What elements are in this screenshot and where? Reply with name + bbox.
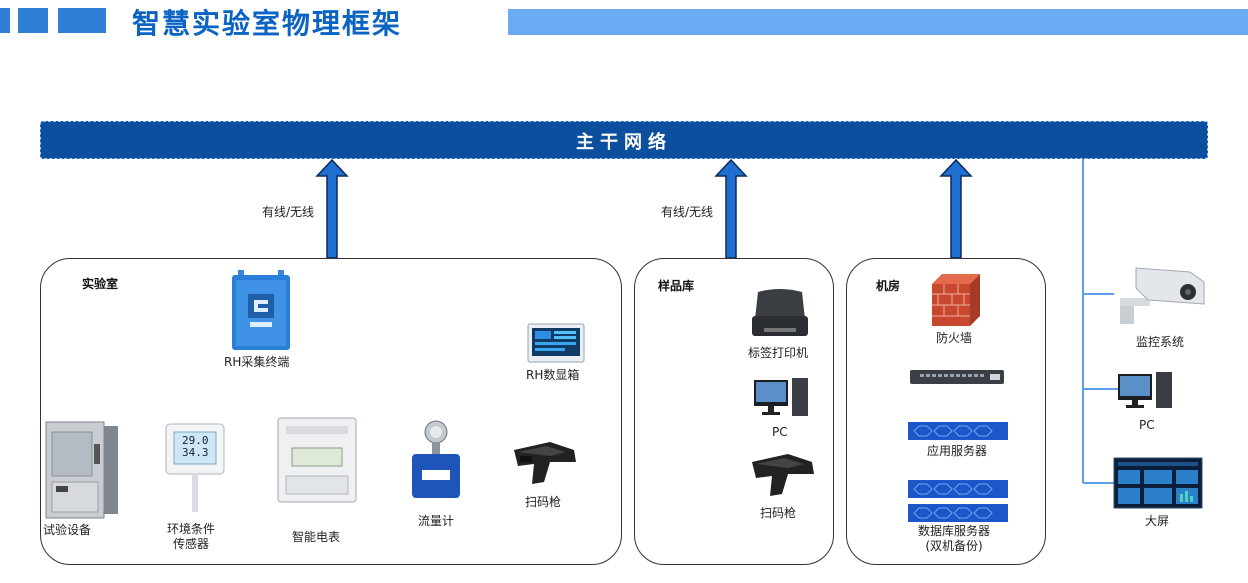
machine-room-title: 机房: [876, 279, 901, 293]
rh-terminal-label: RH采集终端: [224, 355, 290, 369]
app-server-icon: [908, 422, 1008, 440]
label-printer-label: 标签打印机: [748, 346, 809, 360]
title-deco-block-3: [58, 8, 106, 33]
right-pc-label: PC: [1139, 418, 1155, 432]
label-printer-icon: [752, 289, 808, 336]
smart-meter-icon: [277, 417, 357, 503]
app-server-label: 应用服务器: [927, 444, 988, 458]
backbone-label: 主干网络: [576, 132, 672, 153]
right-pc-icon: [1118, 372, 1172, 408]
rh-terminal-icon: [232, 270, 290, 350]
big-screen-label: 大屏: [1145, 514, 1170, 528]
env-sensor-icon: [165, 423, 225, 512]
sample-store-title: 样品库: [658, 279, 695, 293]
firewall-label: 防火墙: [936, 331, 973, 345]
sensor-reading-temp: 29.0: [182, 434, 209, 447]
monitor-system-label: 监控系统: [1136, 335, 1185, 349]
page-title: 智慧实验室物理框架: [132, 7, 403, 40]
arrow-sample: [714, 158, 748, 259]
title-deco-block-1: [0, 8, 10, 33]
link-label-lab: 有线/无线: [262, 205, 315, 219]
device-label-smart-meter: 智能电表: [292, 530, 341, 544]
backbone-network: 主干网络: [40, 121, 1208, 159]
flow-meter-icon: [412, 420, 460, 498]
device-label-flow-meter: 流量计: [418, 514, 455, 528]
rh-display-box-label: RH数显箱: [526, 368, 580, 382]
db-server-label: 数据库服务器 (双机备份): [918, 524, 991, 553]
sample-pc-label: PC: [772, 425, 788, 439]
arrow-lab: [315, 158, 349, 259]
db-server-icon: [908, 480, 1008, 522]
right-side-lines: [1082, 159, 1118, 484]
lab-scanner-label: 扫码枪: [525, 495, 562, 509]
lab-panel: [40, 258, 622, 565]
test-equipment-icon: [45, 421, 118, 519]
surveillance-camera-icon: [1120, 267, 1205, 324]
big-screen-icon: [1113, 457, 1203, 509]
title-deco-block-2: [18, 8, 48, 33]
lab-title: 实验室: [82, 277, 119, 291]
sample-pc-icon: [754, 378, 808, 416]
sample-scanner-label: 扫码枪: [760, 506, 797, 520]
rh-display-box-icon: [527, 323, 585, 363]
network-switch-icon: [910, 370, 1004, 384]
title-bar: [508, 9, 1248, 35]
lab-scanner-icon: [514, 442, 576, 484]
sample-scanner-icon: [752, 454, 814, 496]
arrow-machine-room: [939, 158, 973, 259]
link-label-sample: 有线/无线: [661, 205, 714, 219]
device-label-env-sensor: 环境条件 传感器: [167, 522, 216, 551]
sensor-reading-humidity: 34.3: [182, 446, 209, 459]
device-label-test-equipment: 试验设备: [43, 523, 92, 537]
firewall-icon: [932, 274, 980, 326]
